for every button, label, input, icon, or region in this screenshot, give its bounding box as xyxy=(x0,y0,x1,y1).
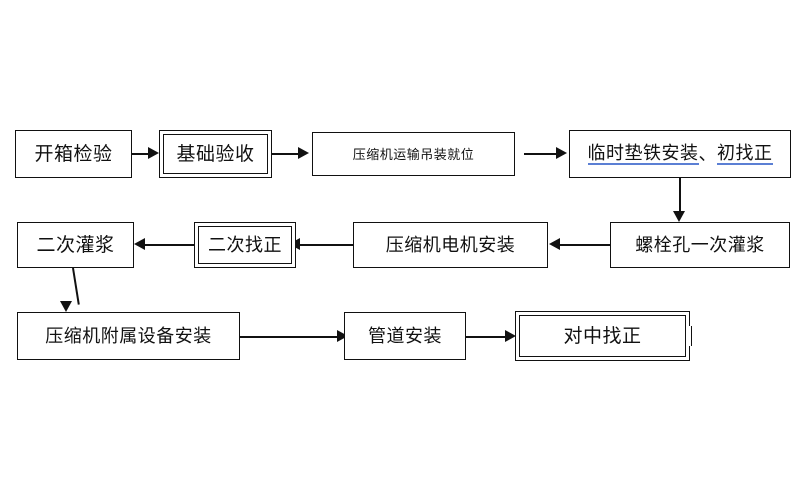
node-label: 压缩机电机安装 xyxy=(385,235,516,255)
node-luoshuankong-guanjiang[interactable]: 螺栓孔一次灌浆 xyxy=(610,222,790,268)
node-label-separator: 、 xyxy=(698,144,717,164)
arrow-n8-n9 xyxy=(60,301,72,312)
arrow-n7-n8 xyxy=(134,238,145,250)
node-label: 压缩机附属设备安装 xyxy=(45,326,212,346)
connector-n9-n10 xyxy=(240,336,340,338)
arrow-n9-n10 xyxy=(337,330,348,342)
node-kaixiang-jianyan[interactable]: 开箱检验 xyxy=(15,130,132,178)
node-edge-marker xyxy=(685,326,692,346)
arrow-n3-n4 xyxy=(556,147,567,159)
node-jichu-yanshou[interactable]: 基础验收 xyxy=(159,130,272,178)
node-label: 二次灌浆 xyxy=(36,234,115,256)
node-fushu-shebei-anzhuang[interactable]: 压缩机附属设备安装 xyxy=(17,312,240,360)
node-inner-frame: 基础验收 xyxy=(163,134,268,174)
node-yunshu-diaozhuang[interactable]: 压缩机运输吊装就位 xyxy=(312,132,515,176)
node-inner-frame: 对中找正 xyxy=(519,315,686,357)
arrow-n1-n2 xyxy=(148,147,159,159)
connector-n2-n3 xyxy=(272,153,299,155)
connector-n7-n8 xyxy=(145,244,194,246)
node-duizhong-zhaozheng[interactable]: 对中找正 xyxy=(515,311,690,361)
connector-n6-n7 xyxy=(300,244,353,246)
node-label: 对中找正 xyxy=(563,325,642,347)
connector-n10-n11 xyxy=(466,336,508,338)
node-label-part1: 临时垫铁安装 xyxy=(587,142,699,165)
arrow-n2-n3 xyxy=(298,147,309,159)
node-label: 管道安装 xyxy=(368,326,442,346)
arrow-n5-n6 xyxy=(549,238,560,250)
connector-n1-n2 xyxy=(132,153,149,155)
connector-n8-n9 xyxy=(72,267,80,305)
node-erci-guanjiang[interactable]: 二次灌浆 xyxy=(17,222,134,268)
node-yasuoji-dianji-anzhuang[interactable]: 压缩机电机安装 xyxy=(353,222,548,268)
node-guandao-anzhuang[interactable]: 管道安装 xyxy=(344,312,466,360)
arrow-n4-n5 xyxy=(673,211,685,222)
arrow-n10-n11 xyxy=(505,330,516,342)
node-linshi-dietie[interactable]: 临时垫铁安装、初找正 xyxy=(569,130,791,178)
node-inner-frame: 二次找正 xyxy=(198,226,292,264)
node-label: 开箱检验 xyxy=(34,143,113,165)
node-label: 压缩机运输吊装就位 xyxy=(352,146,475,162)
connector-n5-n6 xyxy=(560,244,610,246)
node-label: 螺栓孔一次灌浆 xyxy=(635,235,765,255)
node-erci-zhaozheng[interactable]: 二次找正 xyxy=(194,222,296,268)
node-label: 基础验收 xyxy=(176,143,255,165)
node-label-part2: 初找正 xyxy=(717,142,773,165)
connector-n4-n5 xyxy=(679,178,681,212)
node-label: 二次找正 xyxy=(208,235,282,255)
connector-n3-n4 xyxy=(524,153,557,155)
